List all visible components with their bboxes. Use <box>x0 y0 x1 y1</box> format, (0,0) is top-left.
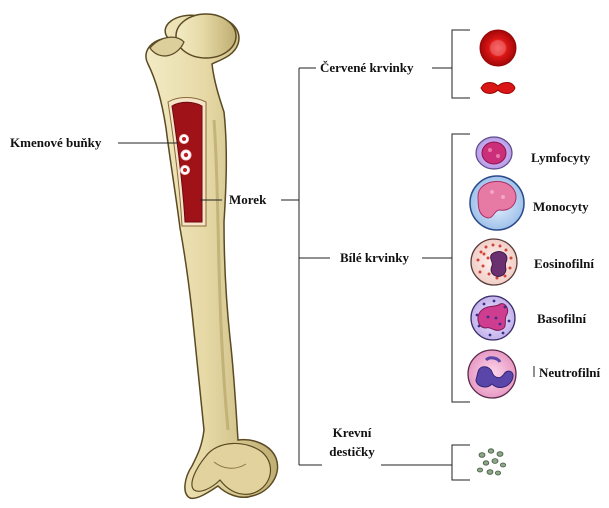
label-eosinophils: Eosinofilní <box>534 256 594 271</box>
erythrocyte-center <box>490 40 506 56</box>
platelet <box>488 449 494 453</box>
basophil-cell <box>471 296 515 340</box>
monocyte-chromatin <box>490 190 494 194</box>
platelet <box>492 459 498 464</box>
platelets-cluster <box>477 449 505 475</box>
platelet <box>500 463 505 467</box>
label-neutrophils: Neutrofilní <box>539 365 600 380</box>
red-blood-cells <box>480 30 516 94</box>
platelets-bracket <box>452 445 470 480</box>
white-bracket <box>452 134 470 402</box>
stem-cell-nucleus <box>183 168 187 172</box>
stem-cell-nucleus <box>182 137 186 141</box>
platelet <box>497 452 503 457</box>
lymphocyte-chromatin <box>488 148 492 152</box>
label-basophils: Basofilní <box>537 311 586 326</box>
label-lymphocytes: Lymfocyty <box>531 150 590 165</box>
platelet <box>495 471 500 475</box>
eosinophil-nucleus <box>491 252 507 277</box>
lymphocyte-cell <box>476 137 512 169</box>
erythrocyte-side-view <box>481 83 515 94</box>
neutrophil-cell <box>468 350 516 398</box>
platelet <box>483 461 489 465</box>
monocyte-chromatin <box>501 195 505 199</box>
platelet <box>487 470 493 475</box>
femur-bone <box>146 14 278 498</box>
label-stem-cells: Kmenové buňky <box>10 135 101 150</box>
lymphocyte-chromatin <box>496 154 500 158</box>
lymphocyte-nucleus <box>482 142 506 164</box>
red-bracket <box>452 30 470 98</box>
bone-outline <box>146 15 278 498</box>
label-monocytes: Monocyty <box>533 199 589 214</box>
platelet <box>479 453 485 458</box>
platelet <box>477 468 482 472</box>
eosinophil-cell <box>471 239 517 285</box>
monocyte-cell <box>470 176 524 230</box>
label-red-cells: Červené krvinky <box>320 60 414 75</box>
stem-cell-nucleus <box>184 153 188 157</box>
label-white-cells: Bílé krvinky <box>340 250 409 265</box>
femoral-head <box>176 14 236 58</box>
label-platelets-line1: Krevní <box>322 425 382 440</box>
label-marrow: Morek <box>229 192 266 207</box>
label-platelets-line2: destičky <box>322 444 382 459</box>
